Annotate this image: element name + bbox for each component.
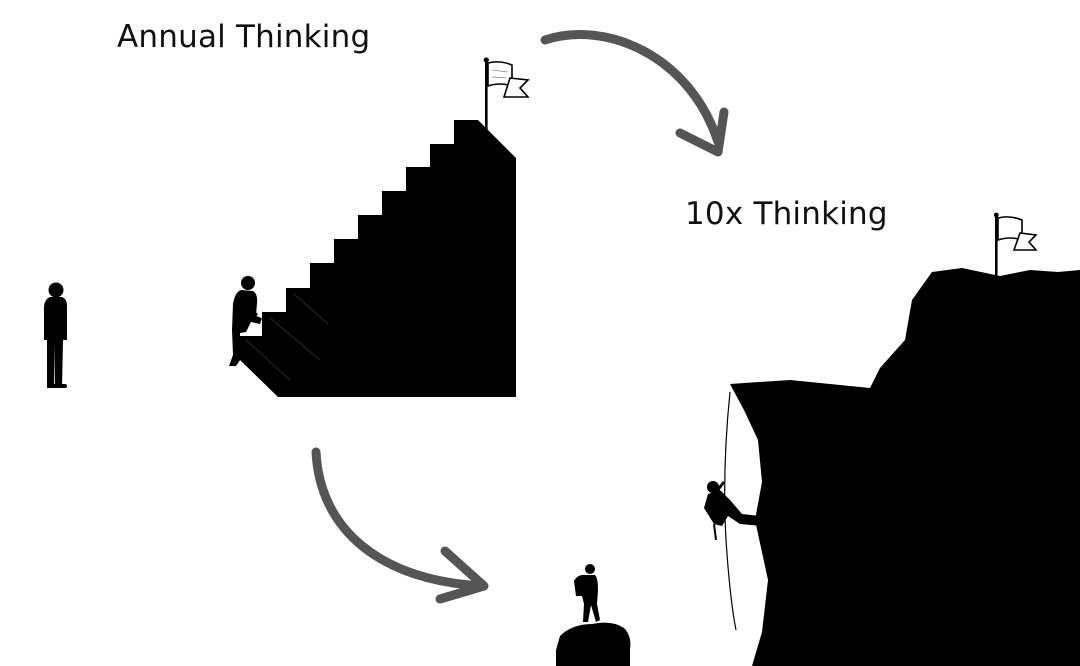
rock-climber-icon bbox=[704, 391, 762, 631]
annual-thinking-label: Annual Thinking bbox=[117, 19, 371, 55]
flag-icon bbox=[483, 57, 530, 131]
cliff-icon bbox=[730, 268, 1080, 666]
tenx-thinking-label: 10x Thinking bbox=[685, 196, 888, 232]
hiker-icon bbox=[556, 564, 631, 666]
curved-arrow-icon bbox=[540, 30, 729, 157]
staircase-icon bbox=[238, 120, 516, 397]
standing-person-icon bbox=[44, 282, 67, 388]
curved-arrow-icon bbox=[311, 447, 489, 604]
flag-icon bbox=[993, 212, 1038, 278]
stair-climber-icon bbox=[229, 276, 262, 366]
